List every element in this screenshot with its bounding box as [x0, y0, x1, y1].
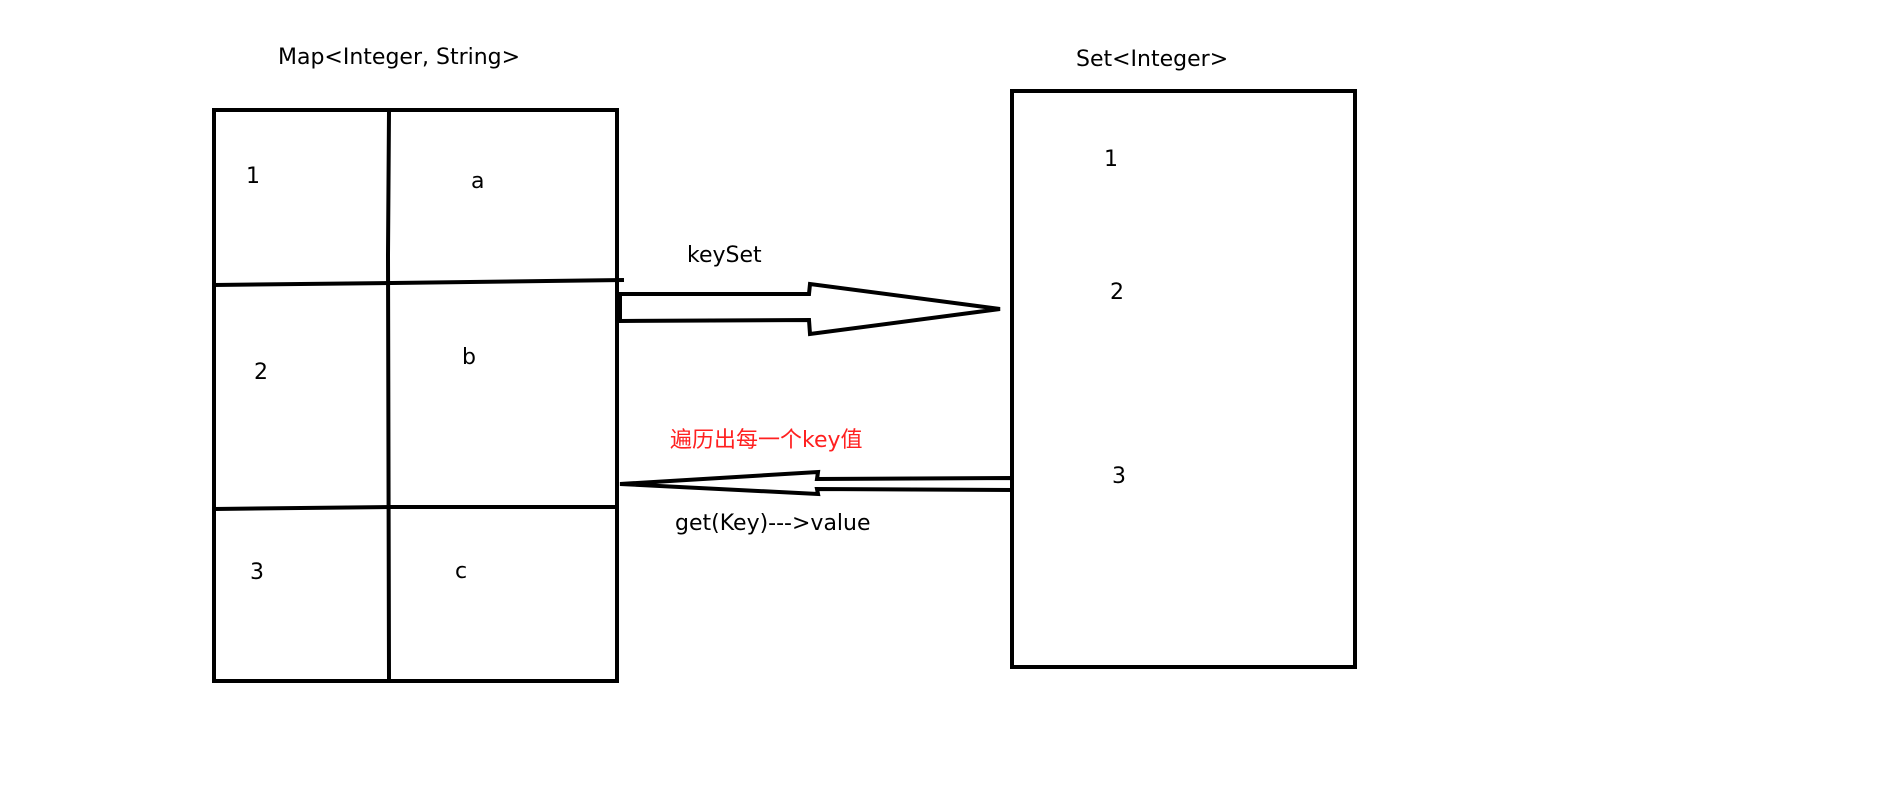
- set-title: Set<Integer>: [1076, 47, 1228, 72]
- map-table: [212, 108, 625, 683]
- set-item-3: 3: [1112, 464, 1126, 489]
- keyset-label: keySet: [687, 243, 762, 268]
- map-value-b: b: [462, 345, 476, 370]
- map-key-3: 3: [250, 560, 264, 585]
- set-item-2: 2: [1110, 280, 1124, 305]
- set-box: [1010, 89, 1357, 669]
- map-column-divider: [385, 109, 391, 682]
- map-table-border: [212, 108, 619, 683]
- map-key-2: 2: [254, 360, 268, 385]
- map-title: Map<Integer, String>: [278, 45, 520, 70]
- set-item-1: 1: [1104, 147, 1118, 172]
- map-value-a: a: [471, 169, 484, 194]
- keyset-arrow: [618, 281, 1001, 337]
- traverse-label: 遍历出每一个key值: [670, 428, 863, 453]
- get-label: get(Key)--->value: [675, 511, 871, 536]
- map-value-c: c: [455, 559, 467, 584]
- map-key-1: 1: [246, 164, 260, 189]
- map-row-divider-1: [213, 278, 625, 287]
- map-row-divider-2: [213, 505, 616, 511]
- get-arrow: [619, 469, 1014, 497]
